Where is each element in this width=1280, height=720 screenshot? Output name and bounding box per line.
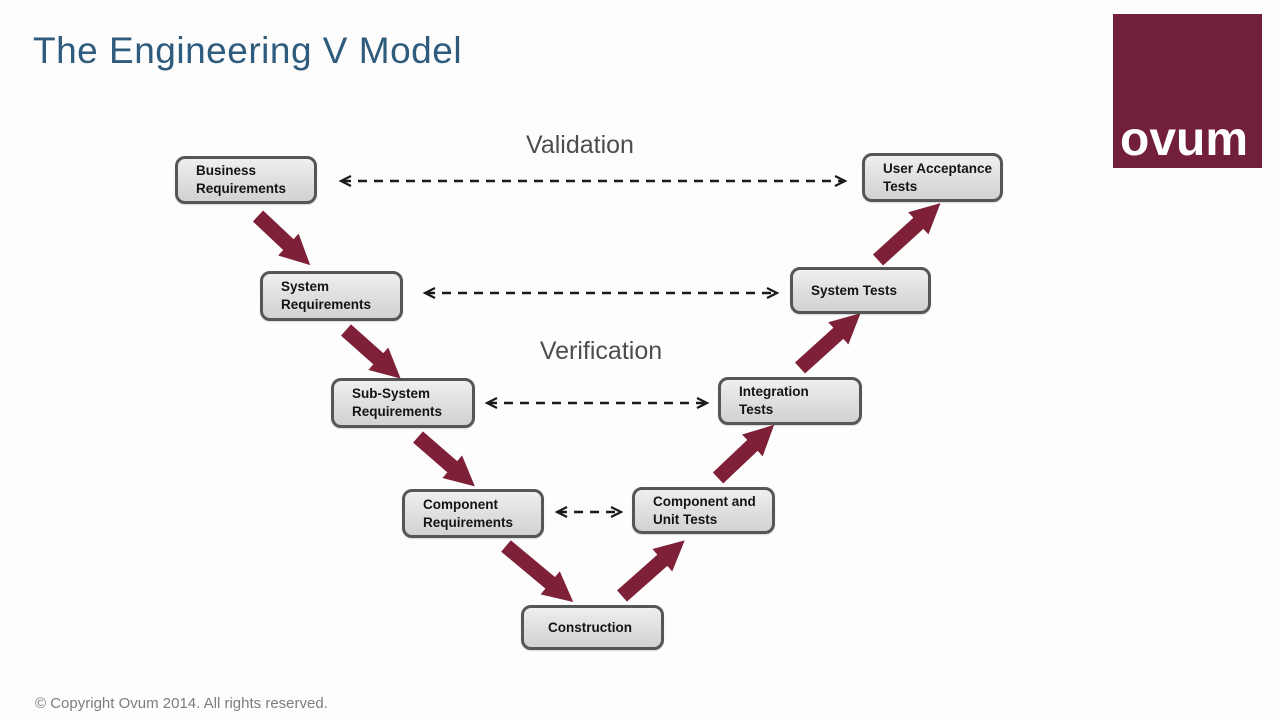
node-label: Sub-System Requirements — [352, 386, 443, 419]
page-title: The Engineering V Model — [33, 30, 463, 71]
node-label: Business Requirements — [196, 163, 287, 196]
ovum-logo-text: ovum — [1120, 113, 1249, 166]
flow-arrow-6 — [712, 424, 775, 484]
node-label: Component and Unit Tests — [653, 493, 756, 527]
node-business-requirements: Business Requirements — [175, 156, 317, 204]
copyright-text: © Copyright Ovum 2014. All rights reserv… — [35, 695, 328, 712]
flow-arrow-7 — [794, 313, 861, 374]
flow-arrow-4 — [501, 540, 574, 603]
flow-arrow-5 — [617, 540, 685, 602]
node-label: Integration Tests — [739, 384, 809, 417]
node-user-acceptance-tests: User Acceptance Tests — [862, 153, 1003, 202]
node-component-unit-tests: Component and Unit Tests — [632, 487, 775, 534]
node-label: Component Requirements — [423, 496, 514, 530]
ovum-logo: ovum — [1113, 14, 1262, 168]
node-label: System Tests — [811, 282, 898, 298]
node-subsystem-requirements: Sub-System Requirements — [331, 378, 475, 428]
flow-arrow-1 — [252, 210, 311, 266]
node-label: Construction — [548, 619, 632, 635]
node-construction: Construction — [521, 605, 664, 650]
validation-label: Validation — [526, 131, 634, 159]
flow-arrow-8 — [872, 203, 941, 266]
node-integration-tests: Integration Tests — [718, 377, 862, 425]
node-system-requirements: System Requirements — [260, 271, 403, 321]
node-label: User Acceptance Tests — [883, 160, 993, 194]
node-component-requirements: Component Requirements — [402, 489, 544, 538]
flow-arrow-3 — [413, 431, 475, 487]
flow-arrow-2 — [341, 324, 401, 379]
node-system-tests: System Tests — [790, 267, 931, 314]
verification-label: Verification — [539, 337, 663, 365]
node-label: System Requirements — [281, 279, 372, 312]
